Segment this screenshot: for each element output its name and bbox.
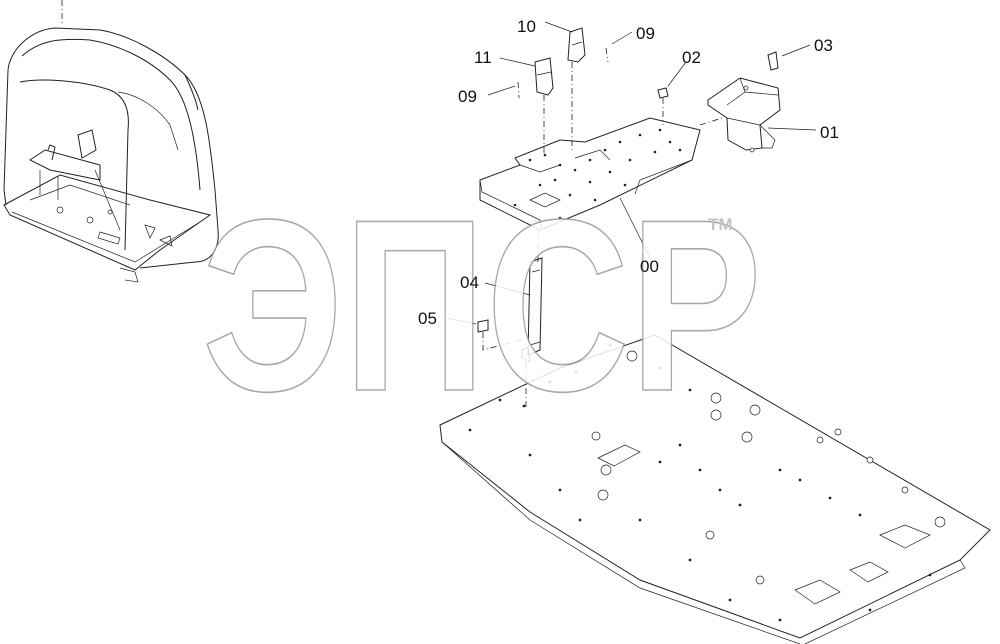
label-part-11: 11	[474, 48, 492, 67]
label-part-09-left: 09	[458, 87, 477, 106]
floor-plate	[439, 334, 991, 644]
stay-04	[521, 257, 543, 363]
leader-lines	[445, 21, 817, 325]
cab-overview-drawing	[3, 0, 219, 283]
label-part-01: 01	[820, 123, 839, 142]
bolt-02	[657, 87, 669, 125]
watermark-trademark: TM	[708, 215, 733, 234]
bracket-10	[567, 27, 586, 63]
label-part-10: 10	[517, 17, 536, 36]
label-part-00: 00	[640, 257, 659, 276]
pin-09b	[517, 81, 520, 99]
label-part-04: 04	[460, 273, 479, 292]
watermark-logo: ЭПСР TM	[201, 167, 763, 443]
label-part-09-top: 09	[636, 24, 655, 43]
bracket-01	[707, 51, 781, 153]
pin-09a	[605, 47, 609, 63]
label-part-05: 05	[418, 309, 437, 328]
label-part-02: 02	[682, 48, 701, 67]
bolt-05	[477, 319, 529, 351]
main-plate-00	[479, 117, 701, 231]
bracket-11	[534, 57, 554, 96]
label-part-03: 03	[814, 36, 833, 55]
centerline-01	[699, 117, 723, 126]
watermark-text: ЭПСР	[202, 168, 762, 442]
